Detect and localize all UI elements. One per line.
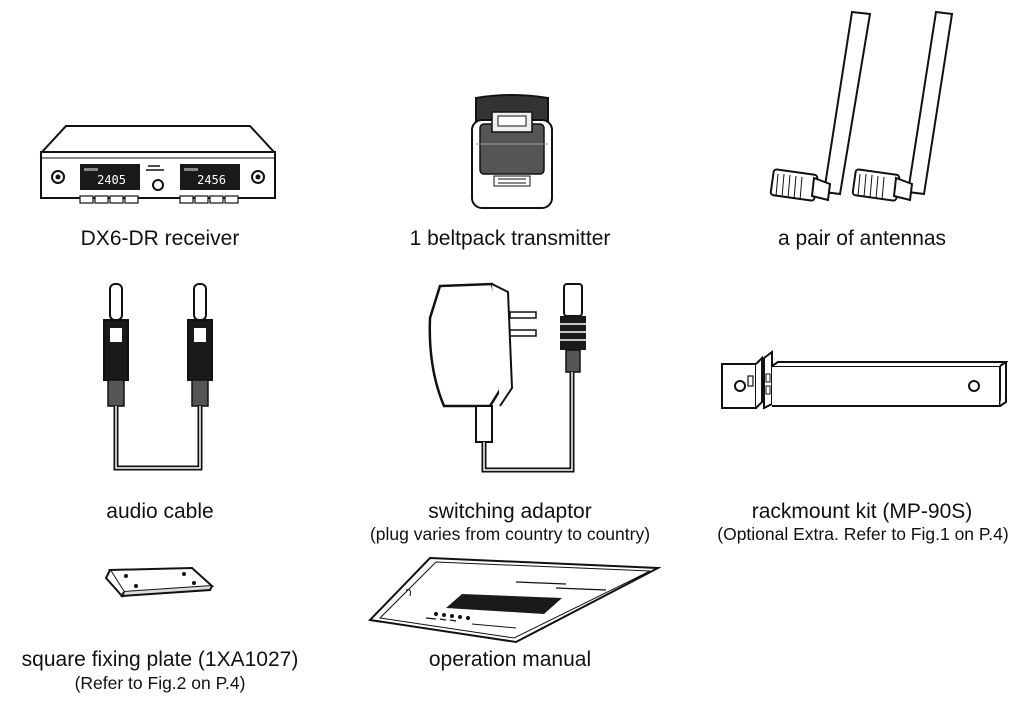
rackmount-kit-caption: rackmount kit (MP-90S) (751, 500, 973, 523)
square-fixing-plate-illustration (104, 566, 215, 598)
rackmount-kit-note: (Optional Extra. Refer to Fig.1 on P.4) (717, 524, 1009, 544)
receiver-caption: DX6-DR receiver (80, 227, 240, 250)
audio-cable-caption: audio cable (106, 500, 214, 523)
beltpack-caption: 1 beltpack transmitter (409, 227, 611, 250)
operation-manual-caption: operation manual (428, 648, 592, 671)
receiver-illustration: 2405 2456 (39, 125, 277, 204)
antenna-left (769, 10, 872, 202)
rack-ear-left (721, 355, 763, 409)
rackmount-kit-illustration (721, 350, 1008, 410)
audio-cable-illustration (103, 283, 213, 471)
antenna-right (851, 10, 954, 202)
antennas-illustration (769, 10, 954, 202)
antennas-caption: a pair of antennas (777, 227, 947, 250)
receiver-display-a: 2405 (97, 173, 126, 187)
square-fixing-plate-note: (Refer to Fig.2 on P.4) (74, 673, 246, 693)
rack-ear-right (763, 350, 1008, 410)
receiver-display-b: 2456 (197, 173, 226, 187)
square-fixing-plate-caption: square fixing plate (1XA1027) (21, 648, 299, 671)
switching-adaptor-note: (plug varies from country to country) (369, 524, 651, 544)
switching-adaptor-illustration (428, 282, 586, 473)
beltpack-illustration (471, 94, 553, 209)
operation-manual-illustration (367, 556, 662, 644)
switching-adaptor-caption: switching adaptor (428, 500, 592, 523)
